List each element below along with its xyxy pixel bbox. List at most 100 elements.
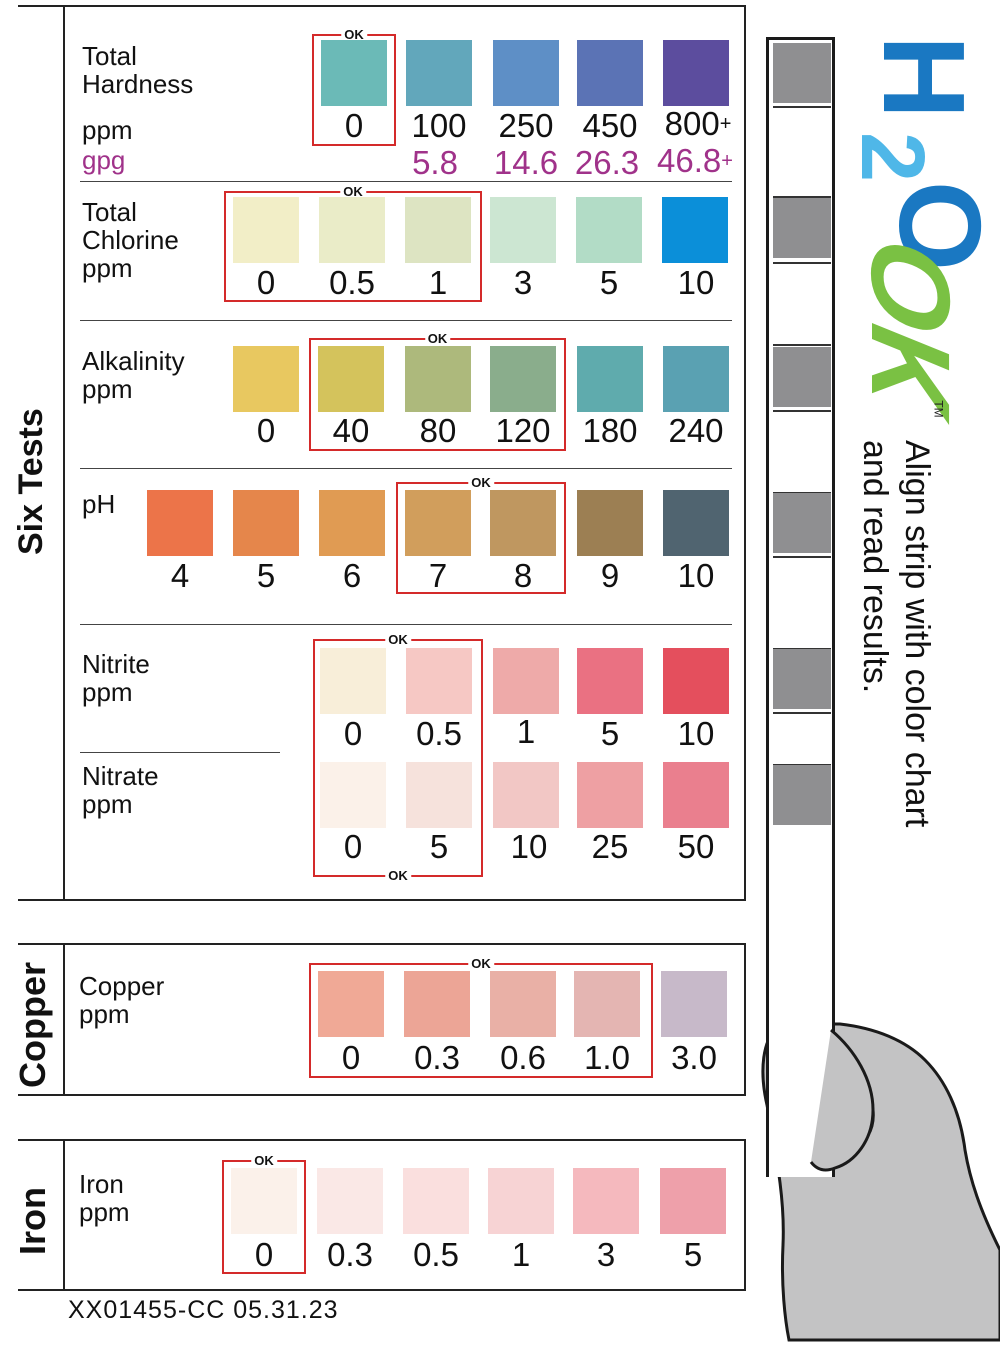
ph-swatch-5 bbox=[577, 490, 643, 556]
strip-pad bbox=[773, 198, 831, 258]
chlorine-ok-range: OK bbox=[224, 185, 482, 302]
ph-value: 4 bbox=[170, 557, 190, 594]
hardness-value: 100 bbox=[411, 107, 467, 144]
ph-swatch-0 bbox=[147, 490, 213, 556]
iron-swatch-0 bbox=[231, 1168, 297, 1234]
alkalinity-value: 0 bbox=[256, 412, 276, 449]
ph-value: 6 bbox=[342, 557, 362, 594]
iron-swatch-4 bbox=[573, 1168, 639, 1234]
logo-trademark: TM bbox=[931, 400, 946, 418]
ok-tag: OK bbox=[424, 332, 451, 346]
nitrite-value: 10 bbox=[677, 715, 715, 752]
hardness-swatch-3 bbox=[577, 40, 643, 106]
iron-value: 3 bbox=[596, 1236, 616, 1273]
iron-swatch-5 bbox=[660, 1168, 726, 1234]
chlorine-value: 5 bbox=[599, 264, 619, 301]
alkalinity-swatch-4 bbox=[577, 346, 643, 412]
nitrite-swatch-1 bbox=[406, 648, 472, 714]
nitrite-value: 0.5 bbox=[416, 715, 462, 752]
row-divider bbox=[80, 624, 732, 625]
nitrate-value: 50 bbox=[677, 828, 715, 865]
copper-swatch-1 bbox=[404, 971, 470, 1037]
alkalinity-swatch-0 bbox=[233, 346, 299, 412]
copper-swatch-3 bbox=[574, 971, 640, 1037]
row-divider bbox=[80, 320, 732, 321]
nitrate-label: Nitrate ppm bbox=[82, 761, 159, 819]
ph-ok-range: OK bbox=[396, 476, 566, 594]
strip-pad bbox=[773, 43, 831, 103]
hardness-swatch-4 bbox=[663, 40, 729, 106]
strip-pad bbox=[773, 712, 831, 766]
iron-swatch-1 bbox=[317, 1168, 383, 1234]
hardness-gpg-value: 5.8 bbox=[412, 144, 458, 181]
ok-tag: OK bbox=[341, 28, 367, 42]
chlorine-swatch-2 bbox=[405, 197, 471, 263]
iron-value: 0 bbox=[254, 1236, 274, 1273]
hardness-swatch-1 bbox=[406, 40, 472, 106]
ok-tag: OK bbox=[340, 185, 366, 199]
copper-ok-range: OK bbox=[309, 957, 653, 1078]
nitrite-nitrate-ok-range: OK OK bbox=[313, 633, 483, 883]
ph-swatch-6 bbox=[663, 490, 729, 556]
ph-swatch-4 bbox=[490, 490, 556, 556]
nitrite-nitrate-divider bbox=[80, 752, 280, 753]
copper-value: 1.0 bbox=[584, 1039, 630, 1076]
hardness-value: 0 bbox=[344, 107, 364, 144]
alkalinity-value: 240 bbox=[668, 412, 724, 449]
nitrite-value: 5 bbox=[600, 715, 620, 752]
plus-superscript: + bbox=[721, 150, 733, 172]
instruction-text: Align strip with color chart and read re… bbox=[856, 440, 936, 828]
alkalinity-swatch-1 bbox=[318, 346, 384, 412]
hardness-unit-ppm: ppm bbox=[82, 115, 133, 145]
ph-swatch-3 bbox=[405, 490, 471, 556]
nitrite-value: 1 bbox=[516, 713, 536, 750]
nitrate-swatch-2 bbox=[493, 762, 559, 828]
ph-value: 10 bbox=[677, 557, 715, 594]
strip-pad bbox=[773, 262, 831, 346]
alkalinity-label: Alkalinity ppm bbox=[82, 346, 185, 404]
chlorine-swatch-5 bbox=[662, 197, 728, 263]
ph-value: 5 bbox=[256, 557, 276, 594]
strip-pad bbox=[773, 493, 831, 553]
alkalinity-value: 120 bbox=[495, 412, 551, 449]
ph-swatch-1 bbox=[233, 490, 299, 556]
ph-value: 9 bbox=[600, 557, 620, 594]
nitrite-swatch-3 bbox=[577, 648, 643, 714]
iron-value: 5 bbox=[683, 1236, 703, 1273]
chlorine-swatch-0 bbox=[233, 197, 299, 263]
hardness-value: 450 bbox=[582, 107, 638, 144]
strip-pad bbox=[773, 410, 831, 494]
chlorine-value: 10 bbox=[677, 264, 715, 301]
copper-value: 0 bbox=[341, 1039, 361, 1076]
row-divider bbox=[80, 468, 732, 469]
nitrite-swatch-4 bbox=[663, 648, 729, 714]
hardness-unit-gpg: gpg bbox=[82, 145, 126, 175]
alkalinity-swatch-3 bbox=[490, 346, 556, 412]
ph-label: pH bbox=[82, 489, 116, 519]
iron-swatch-3 bbox=[488, 1168, 554, 1234]
ok-tag: OK bbox=[385, 633, 411, 647]
finger-icon bbox=[809, 1028, 875, 1172]
alkalinity-swatch-2 bbox=[405, 346, 471, 412]
hardness-gpg-value: 26.3 bbox=[574, 144, 640, 181]
iron-ok-range: OK bbox=[222, 1154, 306, 1274]
copper-label: Copper ppm bbox=[79, 971, 165, 1029]
row-divider bbox=[80, 181, 732, 182]
iron-value: 0.3 bbox=[327, 1236, 373, 1273]
strip-pad bbox=[773, 556, 831, 650]
ph-value: 7 bbox=[428, 557, 448, 594]
strip-pad bbox=[773, 347, 831, 407]
alkalinity-value: 180 bbox=[582, 412, 638, 449]
six-tests-section-label: Six Tests bbox=[12, 408, 50, 555]
hardness-label: Total Hardness bbox=[82, 41, 194, 99]
iron-value: 1 bbox=[511, 1236, 531, 1273]
hardness-gpg-value: 46.8+ bbox=[657, 142, 733, 179]
nitrate-swatch-1 bbox=[406, 762, 472, 828]
alkalinity-ok-range: OK bbox=[309, 332, 566, 451]
alkalinity-value: 80 bbox=[419, 412, 457, 449]
nitrate-value: 25 bbox=[591, 828, 629, 865]
copper-section-label: Copper bbox=[12, 962, 53, 1088]
copper-swatch-0 bbox=[318, 971, 384, 1037]
hardness-ok-range: OK bbox=[312, 28, 396, 146]
copper-value: 0.3 bbox=[414, 1039, 460, 1076]
